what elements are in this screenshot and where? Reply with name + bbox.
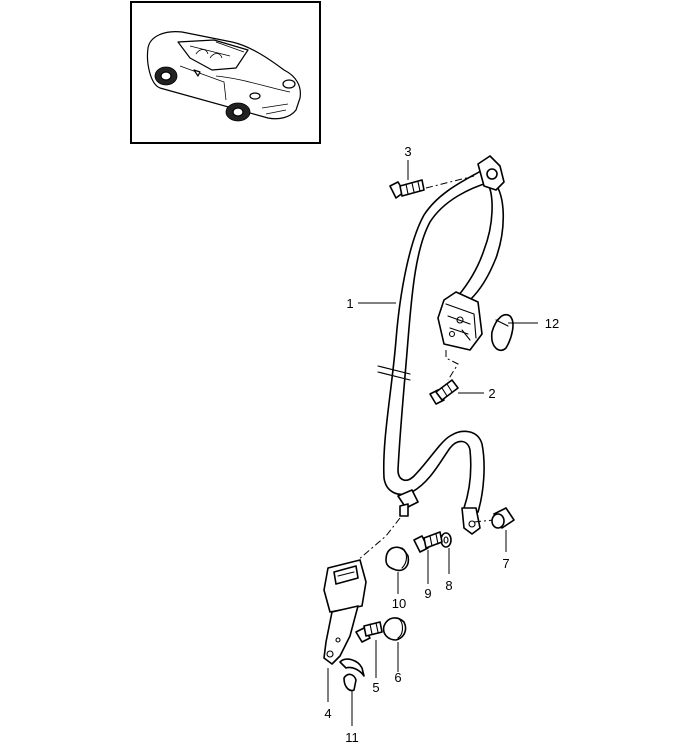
connector-line-2 [445,350,459,381]
connector-line-3 [425,175,475,189]
connector-line-tongue-buckle [357,517,401,561]
callout-3: 3 [404,144,411,159]
callout-2: 2 [488,386,495,401]
part-4-buckle [323,559,367,665]
part-3-bolt [389,179,425,199]
callout-11: 11 [345,730,359,745]
part-6-cap [382,617,407,641]
callout-9: 9 [424,586,431,601]
part-11-clip [339,658,365,692]
part-1-seat-belt [377,155,505,535]
callout-7: 7 [502,556,509,571]
convertible-car-illustration [146,31,301,122]
callout-leaders [327,160,538,726]
callout-12: 12 [545,316,559,331]
callout-labels: 3 1 2 12 7 8 9 10 5 6 4 11 [324,144,559,745]
vehicle-thumbnail [130,1,321,144]
part-9-bolt [413,531,443,553]
part-2-bolt [429,379,459,405]
part-12-cap [490,314,514,352]
part-7-spacer [491,507,515,529]
callout-5: 5 [372,680,379,695]
belt-retractor [437,291,483,351]
connector-line-7 [473,519,495,523]
part-5-bolt [355,621,383,643]
belt-tongue [397,489,419,509]
callout-6: 6 [394,670,401,685]
callout-1: 1 [346,296,353,311]
part-10-cap [385,546,410,572]
part-8-washer [440,532,452,548]
callout-8: 8 [445,578,452,593]
callout-10: 10 [392,596,406,611]
callout-4: 4 [324,706,331,721]
